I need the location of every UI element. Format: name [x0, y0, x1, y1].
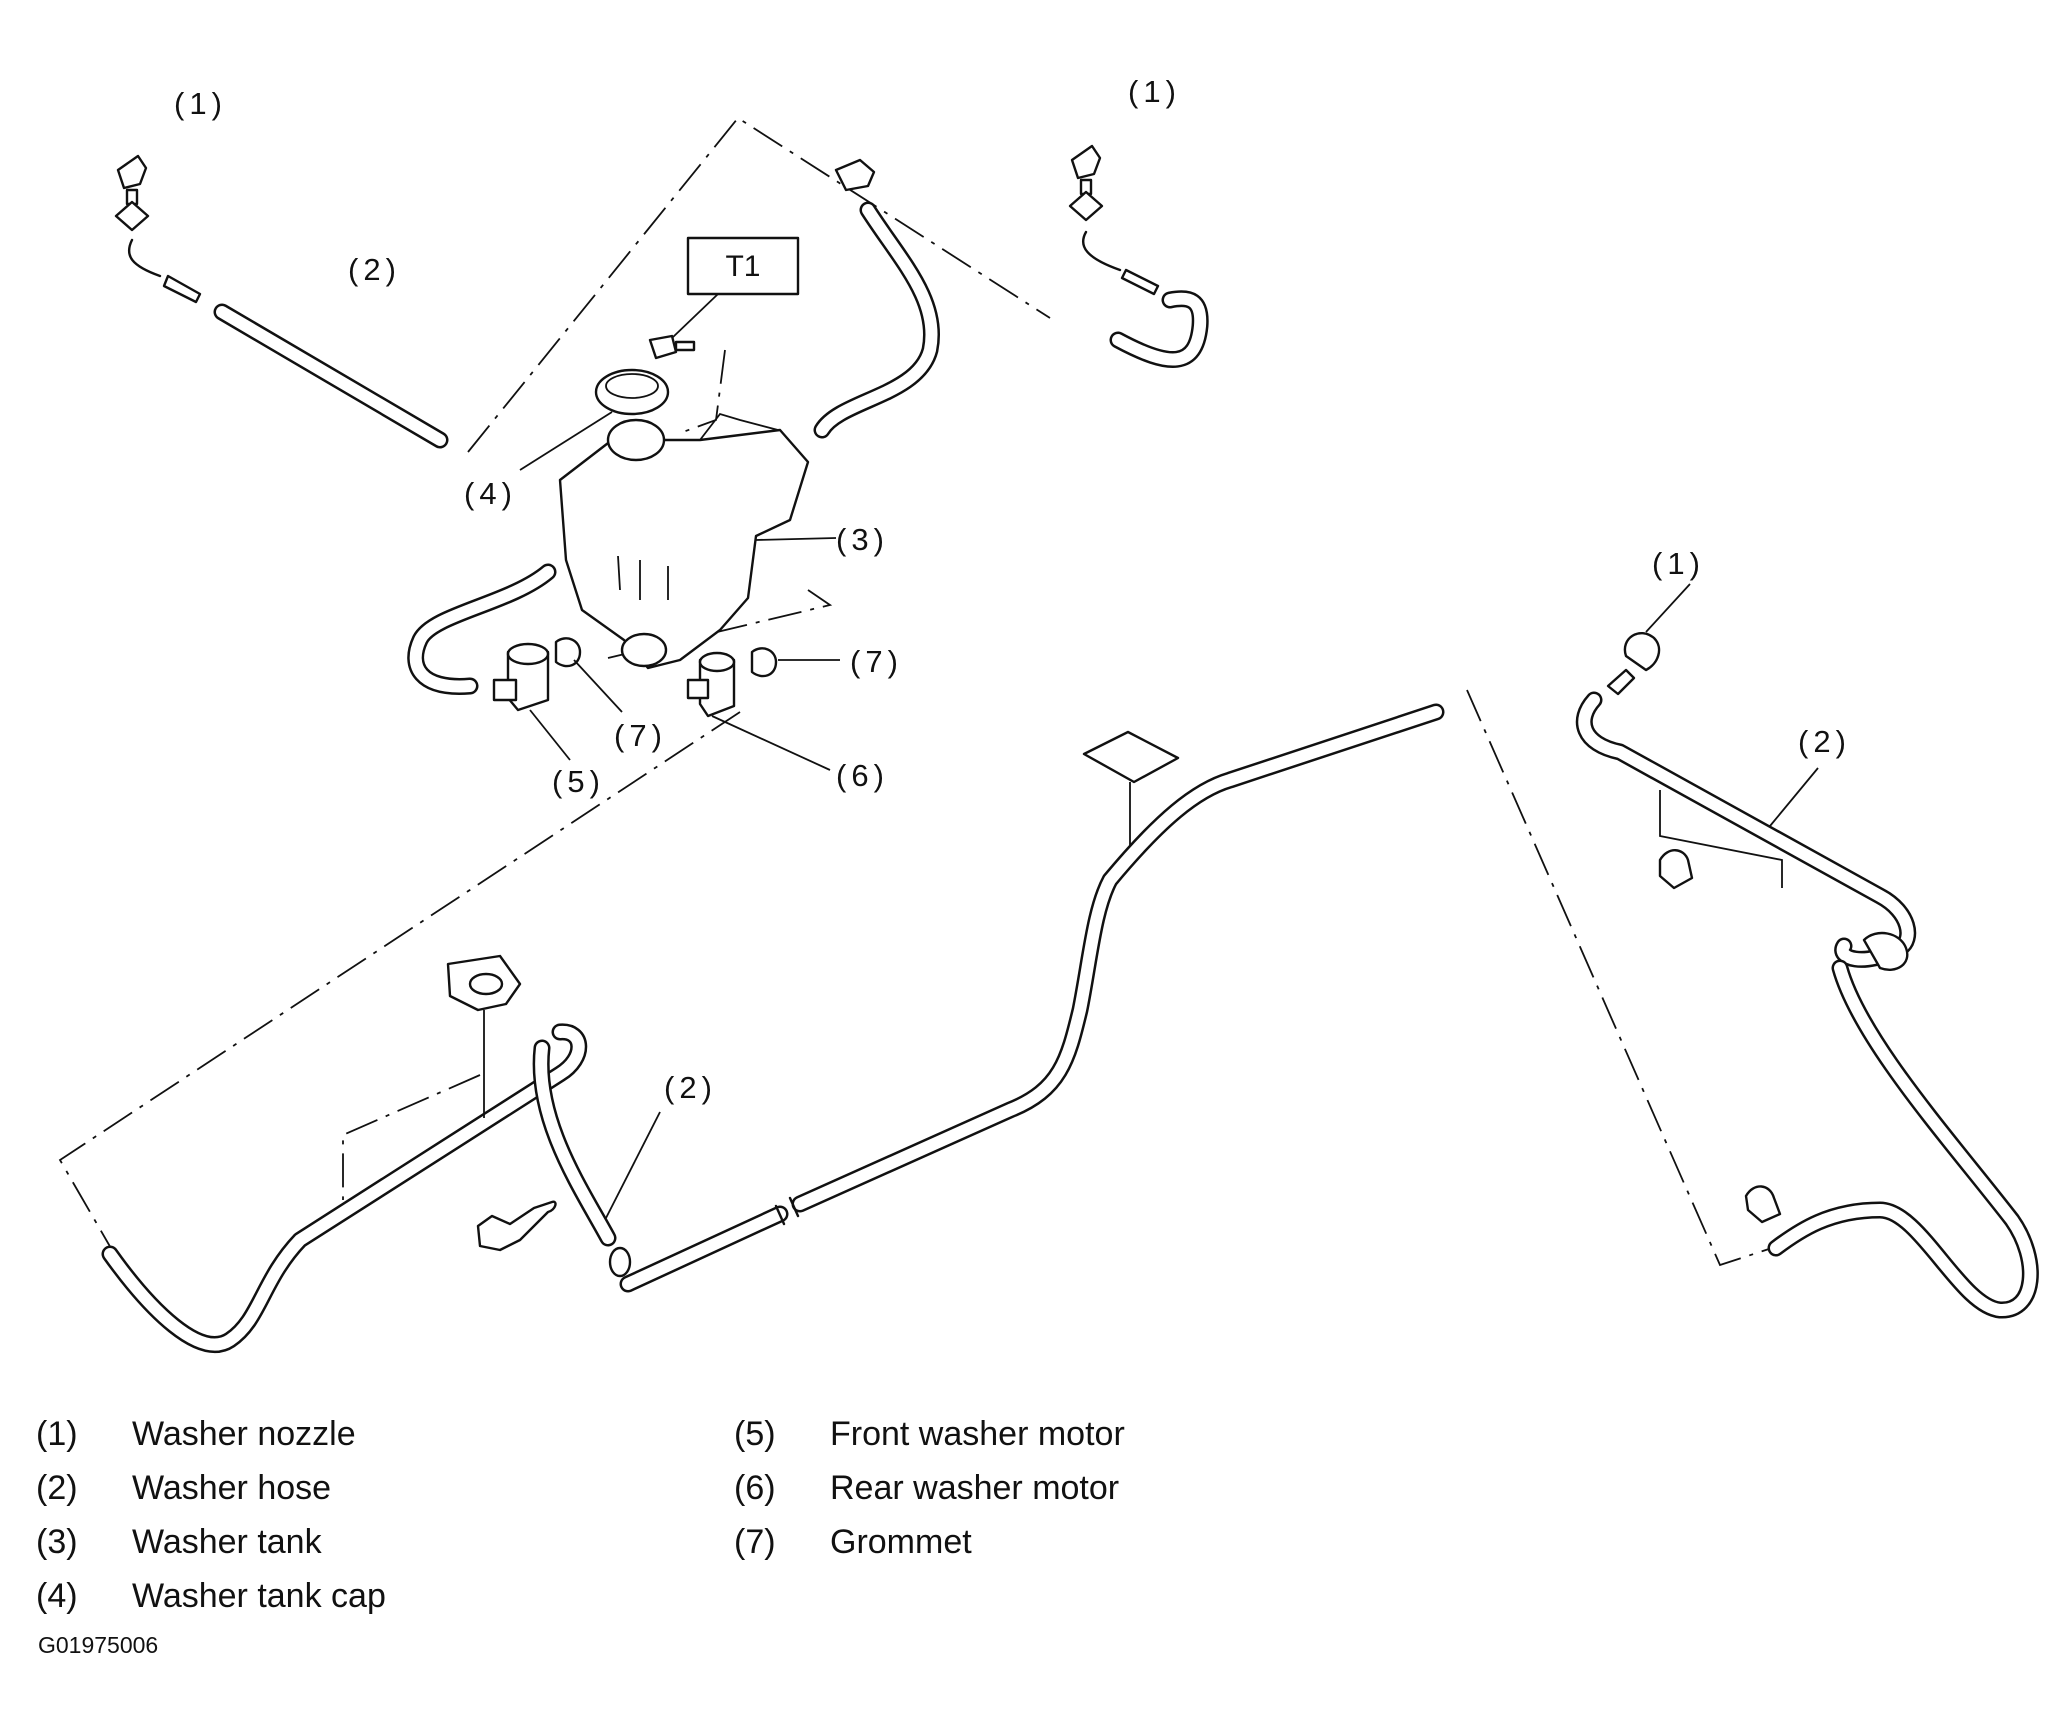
rear-hose-callout-leader — [1769, 767, 1819, 827]
motor-leader-6 — [711, 715, 831, 771]
callout-nozzle-rear: (1) — [1652, 546, 1705, 581]
nozzle-gasket-icon — [1068, 190, 1104, 222]
callout-hose-rear-right: (2) — [1798, 724, 1851, 759]
rear-nozzle-assembly — [1575, 583, 2039, 1319]
rear-nozzle-leader — [1645, 583, 1691, 633]
torque-label-group: T1 — [648, 236, 800, 360]
washer-tank-cap-icon — [594, 368, 670, 416]
diamond-marker-icon — [1082, 730, 1180, 784]
callout-grommet-left: (7) — [614, 718, 667, 753]
washer-hose-rear-left — [101, 1023, 588, 1353]
hose-break-mark — [788, 1196, 800, 1218]
tank-leader — [755, 537, 837, 541]
tank-filler-neck-icon — [606, 418, 666, 462]
callout-grommet-right: (7) — [850, 644, 903, 679]
hose-clip-icon — [476, 1200, 557, 1252]
callout-tank-cap: (4) — [464, 476, 517, 511]
grommet-leader-7-left — [573, 659, 623, 713]
washer-tank-icon — [558, 428, 810, 670]
routing-line-clip-left — [342, 1074, 481, 1200]
washer-hose-rear-right — [1575, 691, 1917, 968]
rear-hose-leader — [605, 1111, 661, 1219]
grommet-icon — [750, 647, 778, 678]
hose-clip-icon — [1658, 849, 1694, 890]
callout-hose-front: (2) — [348, 252, 401, 287]
callout-hose-rear-middle: (2) — [664, 1070, 717, 1105]
washer-hose-rear-lower — [1767, 959, 2039, 1319]
rear-washer-hose-group — [101, 703, 1445, 1353]
callout-nozzle-front-left: (1) — [174, 86, 227, 121]
routing-line-rear-hose — [1466, 689, 1773, 1267]
front-right-nozzle-assembly — [813, 144, 1209, 439]
hose-joint-icon — [162, 274, 202, 304]
clips-group — [446, 849, 1782, 1252]
figure-code: G01975006 — [38, 1632, 159, 1658]
washer-tank-group — [558, 412, 837, 670]
washer-nozzle-icon — [1070, 144, 1102, 180]
front-left-nozzle-assembly — [114, 154, 449, 449]
rear-washer-motor-group — [686, 647, 840, 771]
torque-label: T1 — [725, 250, 760, 283]
motor-connector-icon — [492, 678, 518, 702]
washer-tank-cap-group — [519, 368, 670, 471]
callout-nozzle-front-right: (1) — [1128, 74, 1181, 109]
routing-line-tank-bracket — [682, 349, 726, 433]
washer-nozzle-icon — [116, 154, 148, 190]
nozzle-gasket-icon — [114, 200, 150, 232]
callout-tank: (3) — [836, 522, 889, 557]
bolt-shank-icon — [674, 340, 696, 352]
front-washer-motor-group — [407, 563, 623, 761]
callout-labels: (1) (1) (1) (2) (2) (2) (3) (4) (5) (6) … — [174, 74, 1851, 1105]
routing-line-front-hose — [467, 116, 1051, 453]
callout-front-motor: (5) — [552, 764, 605, 799]
rear-hose-leader-2 — [1659, 790, 1783, 888]
nozzle-hose-short — [127, 238, 162, 278]
bolt-icon — [648, 334, 678, 360]
motor-connector-icon — [686, 678, 710, 700]
torque-box — [686, 236, 800, 296]
hose-tee-joint-icon — [834, 158, 876, 192]
hose-joint-icon — [608, 1246, 632, 1278]
tank-bracket-icon — [699, 412, 779, 441]
hose-joint-icon — [1120, 268, 1160, 296]
tank-cap-leader — [519, 411, 613, 471]
nozzle-stem-icon — [1606, 668, 1636, 696]
hose-break-mark — [774, 1204, 786, 1226]
tank-outlet-icon — [620, 632, 668, 668]
hose-joint-icon — [1862, 931, 1909, 971]
motor-leader-5 — [529, 709, 571, 761]
hose-clip-icon — [1744, 1185, 1782, 1224]
callout-rear-motor: (6) — [836, 758, 889, 793]
torque-leader — [671, 293, 719, 339]
routing-line-rear-pump — [58, 711, 741, 1251]
washer-nozzle-icon — [1623, 632, 1661, 672]
diamond-marker-group — [1082, 730, 1180, 848]
nozzle-hose-short — [1081, 230, 1122, 272]
washer-hose-rear-long — [619, 703, 1445, 1293]
grommet-icon — [554, 637, 582, 668]
